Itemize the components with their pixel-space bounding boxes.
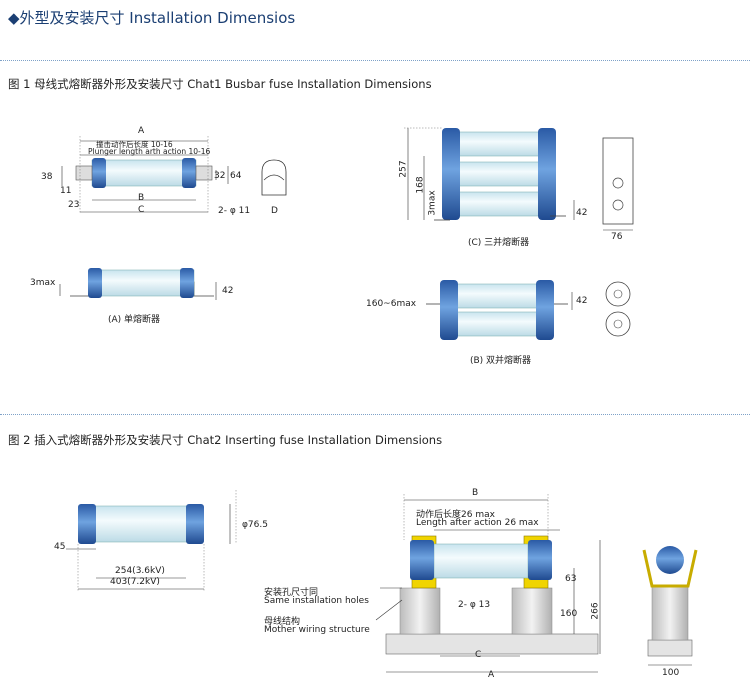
dim-64: 64 (230, 171, 242, 181)
busbar-fuse-end-view (261, 159, 287, 196)
triple-168: 168 (415, 176, 426, 194)
section2-caption: 图 2 插入式熔断器外形及安装尺寸 Chat2 Inserting fuse I… (8, 433, 443, 447)
holes-note-zh: 安装孔尺寸同 (264, 588, 319, 598)
inserting-fuse-drawing (66, 490, 237, 592)
dim-32: 32 (214, 171, 226, 181)
triple-fuse-side-view (602, 137, 634, 231)
dim-160: 160 (560, 609, 578, 619)
triple-42: 42 (576, 208, 588, 218)
dim-holes13: 2- φ 13 (458, 600, 491, 610)
dim-B: B (138, 193, 145, 203)
triple-257: 257 (398, 160, 409, 178)
dim-23: 23 (68, 200, 80, 210)
single-fuse-caption: (A) 单熔断器 (108, 315, 161, 325)
mounted-fuse-drawing (375, 494, 601, 673)
dim-phi765: φ76.5 (242, 520, 268, 530)
single-3max: 3max (30, 278, 56, 288)
double-fuse-end-view (605, 281, 631, 337)
triple-fuse-drawing (404, 127, 575, 221)
triple-3max: 3max (427, 190, 438, 216)
busbar-fuse-drawing (61, 136, 229, 214)
dim-38: 38 (41, 172, 53, 182)
single-42: 42 (222, 286, 234, 296)
plunger-label-zh: 撞击动作后长度 10-16 (96, 140, 173, 149)
after-action-en: Length after action 26 max (416, 518, 539, 528)
dim-D: D (271, 206, 278, 216)
plunger-label-en: Plunger length arth action 10-16 (88, 147, 211, 156)
dim-11: 11 (60, 186, 72, 196)
dim-A: A (138, 126, 145, 136)
dim-C: C (138, 205, 145, 215)
double-42: 42 (576, 296, 588, 306)
page-title: ◆外型及安装尺寸 Installation Dimensios (8, 9, 296, 27)
dim-len-72kv: 403(7.2kV) (110, 577, 160, 587)
dim-266: 266 (590, 602, 601, 620)
double-160: 160~6max (366, 299, 417, 309)
dim-A2: A (488, 670, 495, 680)
after-action-zh: 动作后长度26 max (416, 510, 495, 520)
dim-100: 100 (662, 668, 680, 678)
dim-len-36kv: 254(3.6kV) (115, 566, 165, 576)
divider-middle (0, 414, 750, 415)
bus-note-zh: 母线结构 (264, 617, 301, 627)
bus-note-en: Mother wiring structure (264, 625, 370, 635)
triple-fuse-caption: (C) 三并熔断器 (468, 238, 530, 248)
dim-B2: B (472, 488, 479, 498)
divider-top (0, 60, 750, 61)
section1-caption: 图 1 母线式熔断器外形及安装尺寸 Chat1 Busbar fuse Inst… (8, 77, 432, 91)
double-fuse-drawing (426, 280, 573, 340)
fuse-holder-end-view (642, 546, 698, 666)
dim-C2: C (475, 650, 482, 660)
dim-45: 45 (54, 542, 66, 552)
triple-76: 76 (611, 232, 623, 242)
double-fuse-caption: (B) 双并熔断器 (470, 356, 532, 366)
dim-holes: 2- φ 11 (218, 206, 251, 216)
dim-63: 63 (565, 574, 577, 584)
single-fuse-drawing (59, 268, 217, 300)
holes-note-en: Same installation holes (264, 596, 369, 606)
